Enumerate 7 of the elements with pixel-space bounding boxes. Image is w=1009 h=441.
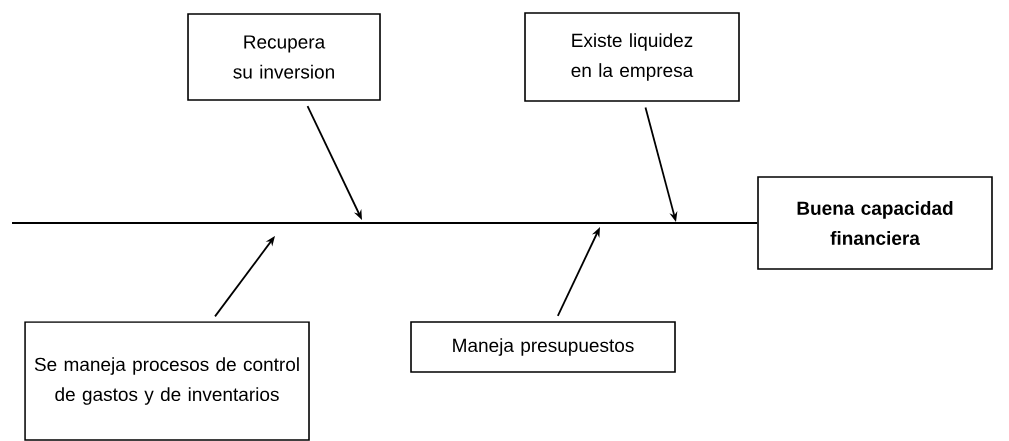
text-box: Se maneja procesos de control de gastos y de inventarios	[24, 321, 310, 441]
text-box: Recupera su inversion	[187, 13, 381, 101]
text-box: Buena capacidad financiera	[757, 176, 993, 270]
text-box: Maneja presupuestos	[410, 321, 676, 373]
spine-line	[11, 222, 759, 224]
text-box: Existe liquidez en la empresa	[524, 12, 740, 102]
arrow	[214, 236, 275, 318]
